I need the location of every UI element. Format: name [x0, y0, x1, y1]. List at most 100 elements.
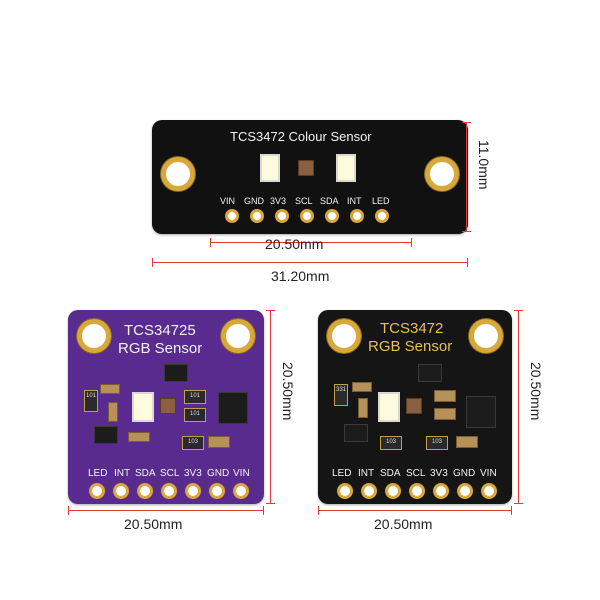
transistor-chip — [344, 424, 368, 442]
dimension-tick — [266, 310, 275, 311]
pin-label: SCL — [160, 468, 180, 479]
white-led — [132, 392, 154, 422]
pin-pad — [364, 486, 374, 496]
white-led-right — [336, 154, 356, 182]
resistor: 101 — [184, 408, 206, 422]
pin-pad — [92, 486, 102, 496]
resistor: 101 — [184, 390, 206, 404]
capacitor — [108, 402, 118, 422]
board-title-line2: RGB Sensor — [368, 338, 453, 355]
pin-label: SCL — [406, 468, 426, 479]
board-title-line2: RGB Sensor — [118, 340, 203, 357]
board-title: TCS3472 Colour Sensor — [230, 129, 372, 144]
dimension-line-height — [466, 122, 467, 232]
transistor-chip — [94, 426, 118, 444]
dimension-width: 20.50mm — [374, 516, 433, 532]
mounting-hole-left — [82, 324, 106, 348]
tcs3472-rgb-sensor-board: TCS3472 RGB Sensor 331 103 103 LED INT S… — [318, 310, 512, 504]
dimension-total-width: 31.20mm — [271, 268, 330, 284]
dimension-tick — [411, 238, 412, 247]
dimension-height: 20.50mm — [528, 362, 544, 421]
pin-pad — [436, 486, 446, 496]
white-led — [378, 392, 400, 422]
pin-pad — [212, 486, 222, 496]
mounting-hole-left — [166, 162, 190, 186]
mounting-hole-right — [474, 324, 498, 348]
pin-pad — [412, 486, 422, 496]
pin-pad — [236, 486, 246, 496]
dimension-tick — [514, 503, 523, 504]
pin-pad — [340, 486, 350, 496]
resistor: 101 — [84, 390, 98, 412]
dimension-tick — [318, 506, 319, 515]
pin-label: SDA — [135, 468, 156, 479]
dimension-tick — [68, 506, 69, 515]
pin-pad — [303, 212, 311, 220]
dimension-tick — [462, 231, 471, 232]
pin-pad — [278, 212, 286, 220]
white-led-left — [260, 154, 280, 182]
dimension-tick — [266, 503, 275, 504]
pin-pad — [460, 486, 470, 496]
pin-pad — [484, 486, 494, 496]
pin-label: 3V3 — [430, 468, 448, 479]
dimension-tick — [210, 238, 211, 247]
dimension-inner-width: 20.50mm — [265, 236, 324, 252]
resistor: 103 — [182, 436, 204, 450]
dimension-tick — [462, 122, 471, 123]
color-sensor-chip — [406, 398, 422, 414]
tcs3472-colour-sensor-board: TCS3472 Colour Sensor VIN GND 3V3 SCL SD… — [152, 120, 468, 234]
dimension-line-width — [68, 510, 264, 511]
pin-pad — [188, 486, 198, 496]
pin-label: SCL — [295, 196, 313, 206]
dimension-height: 11.0mm — [476, 140, 492, 190]
pin-label: LED — [332, 468, 352, 479]
tcs34725-rgb-sensor-board: TCS34725 RGB Sensor 101 101 101 103 LED … — [68, 310, 264, 504]
dimension-height: 20.50mm — [280, 362, 296, 421]
pin-label: INT — [347, 196, 362, 206]
resistor: 331 — [334, 384, 348, 406]
capacitor — [100, 384, 120, 394]
pin-pad — [378, 212, 386, 220]
pin-label: INT — [114, 468, 131, 479]
pin-label: SDA — [320, 196, 339, 206]
pin-label: 3V3 — [270, 196, 287, 206]
capacitor — [358, 398, 368, 418]
regulator-chip — [164, 364, 188, 382]
dimension-line-width — [318, 510, 512, 511]
pin-label: VIN — [220, 196, 236, 206]
pin-label: SDA — [380, 468, 401, 479]
dimension-tick — [511, 506, 512, 515]
pin-pad — [228, 212, 236, 220]
pin-pad — [164, 486, 174, 496]
dimension-line-height — [270, 310, 271, 504]
pin-label: VIN — [233, 468, 250, 479]
capacitor — [208, 436, 230, 448]
board-title-line1: TCS3472 — [380, 320, 444, 337]
regulator-chip — [418, 364, 442, 382]
pin-label: LED — [88, 468, 108, 479]
pin-label: GND — [453, 468, 476, 479]
capacitor — [128, 432, 150, 442]
pin-label: INT — [358, 468, 375, 479]
pin-pad — [328, 212, 336, 220]
capacitor — [434, 390, 456, 402]
mounting-hole-right — [430, 162, 454, 186]
pin-label: 3V3 — [184, 468, 202, 479]
pin-label: VIN — [480, 468, 497, 479]
color-sensor-chip — [298, 160, 314, 176]
dimension-tick — [152, 258, 153, 267]
pin-label: GND — [207, 468, 230, 479]
mounting-hole-left — [332, 324, 356, 348]
pin-label: GND — [244, 196, 264, 206]
pin-pad — [253, 212, 261, 220]
dimension-width: 20.50mm — [124, 516, 183, 532]
dimension-tick — [514, 310, 523, 311]
board-title-line1: TCS34725 — [124, 322, 196, 339]
dimension-line-inner-width — [210, 242, 412, 243]
resistor: 103 — [426, 436, 448, 450]
dimension-line-total-width — [152, 262, 468, 263]
color-sensor-chip — [160, 398, 176, 414]
pin-pad — [116, 486, 126, 496]
